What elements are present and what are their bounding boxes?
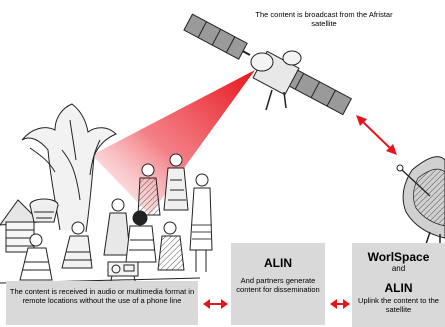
receive-box: The content is received in audio or mult… xyxy=(6,281,198,325)
villager-figure xyxy=(61,221,93,269)
satellite-dish-icon xyxy=(396,156,445,254)
worldspace-box-text: Uplink the content to the satellite xyxy=(358,296,439,314)
uplink-arrow xyxy=(356,115,397,155)
flow-arrow-alin-worldspace xyxy=(330,299,350,309)
villager-figure xyxy=(137,163,161,216)
worldspace-box: WorlSpace and ALIN Uplink the content to… xyxy=(352,243,445,327)
satellite-icon xyxy=(183,13,353,116)
villager-figure xyxy=(103,198,131,256)
worldspace-box-and: and xyxy=(391,264,406,273)
villager-figure xyxy=(125,210,157,263)
receive-box-text: The content is received in audio or mult… xyxy=(9,287,195,305)
satellite-caption: The content is broadcast from the Afrist… xyxy=(255,10,393,28)
villager-figure xyxy=(19,233,53,281)
alin-box-text: And partners generate content for dissem… xyxy=(236,276,320,294)
alin-box-title: ALIN xyxy=(264,256,292,270)
villager-figure xyxy=(157,221,185,271)
radio-receiver-icon xyxy=(107,261,139,286)
village-scene-illustration xyxy=(0,103,213,286)
alin-box: ALIN And partners generate content for d… xyxy=(231,243,325,325)
worldspace-box-title2: ALIN xyxy=(384,281,413,295)
worldspace-box-title: WorlSpace xyxy=(367,250,430,264)
flow-arrow-receive-alin xyxy=(203,299,228,309)
villager-figure xyxy=(189,173,213,272)
villager-figure xyxy=(163,153,189,211)
broadcast-beam xyxy=(92,70,255,215)
